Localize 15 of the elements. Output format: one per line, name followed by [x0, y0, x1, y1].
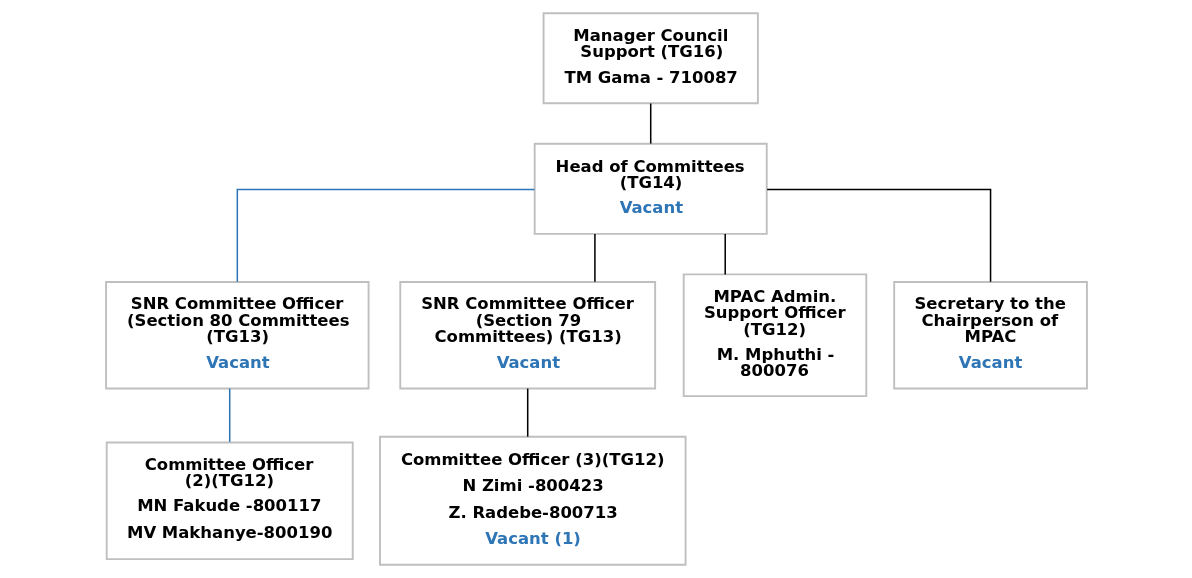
node-box: SNR Committee Officer (Section 79 Committees) (TG13) Vacant [398, 281, 656, 390]
node-box: MPAC Admin. Support Officer (TG12) M. Mphuthi - 800076 [682, 273, 867, 398]
connector [765, 188, 991, 283]
connector [526, 387, 528, 438]
connector [236, 188, 535, 283]
node-box: SNR Committee Officer (Section 80 Committees (TG13) Vacant [104, 281, 369, 390]
node-box: Committee Officer (2)(TG12) MN Fakude -800117 MV Makhanye-800190 [105, 441, 354, 561]
node-box: Secretary to the Chairperson of MPAC Vacant [892, 281, 1088, 390]
node-box: Manager Council Support (TG16) TM Gama - 710087 [542, 12, 759, 105]
connector [723, 233, 726, 276]
node-box: Head of Committees (TG14) Vacant [533, 142, 768, 235]
connector [649, 102, 651, 145]
connector [228, 387, 230, 443]
connector [593, 233, 596, 283]
node-box: Committee Officer (3)(TG12) N Zimi -800423 Z. Radebe-800713 Vacant (1) [378, 435, 687, 566]
